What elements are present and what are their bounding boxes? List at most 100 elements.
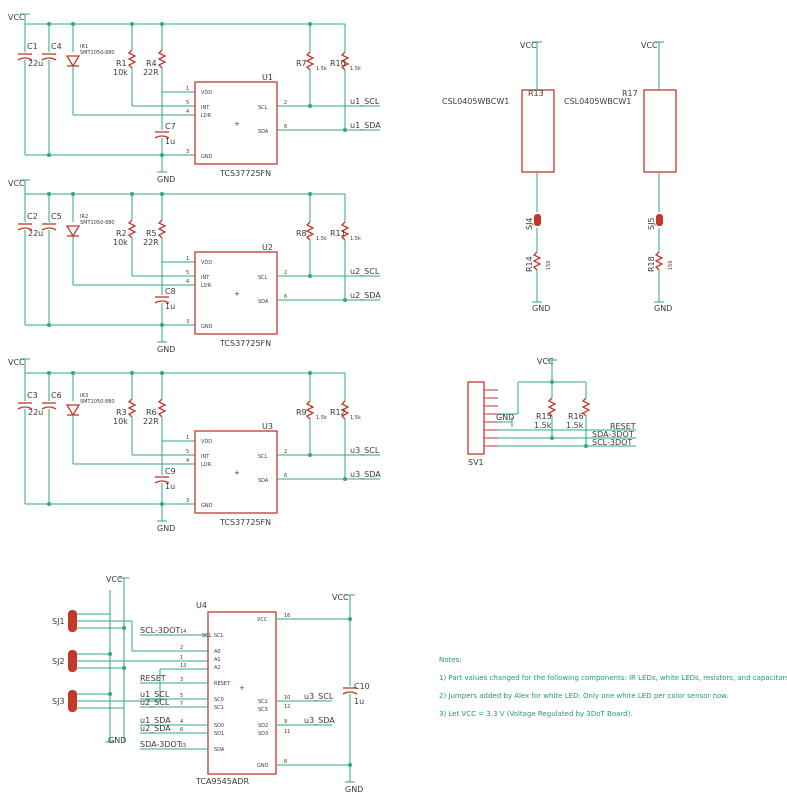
net-label: u3_SDA (350, 470, 381, 479)
res-value: 1.5k (566, 421, 584, 430)
pin-num: 5 (186, 449, 189, 455)
pin-num: 2 (180, 645, 183, 651)
led-part: SMT1050-880 (80, 220, 115, 226)
net-label: RESET (140, 674, 166, 683)
pin-num: 2 (284, 449, 287, 455)
chip-ref: U4 (196, 601, 207, 610)
cap-label: C7 (165, 122, 176, 131)
res-value: 10k (113, 417, 128, 426)
pin-num: 12 (284, 704, 290, 710)
res-ref: R18 (647, 256, 656, 272)
led-part: CSL0405WBCW1 (442, 97, 509, 106)
chip-ref: U1 (262, 73, 273, 82)
res-value: 150 (668, 260, 674, 270)
gnd-label: GND (532, 304, 550, 313)
pin-num: 3 (186, 319, 189, 325)
net-label: u1_SDA (140, 716, 171, 725)
led-ref: R17 (622, 89, 638, 98)
pin-num: 3 (186, 498, 189, 504)
pin-num: 6 (284, 124, 287, 130)
pin-name: SDA (258, 299, 269, 305)
chip-part: TCS37725FN (219, 169, 271, 178)
note-item: 1) Part values changed for the following… (439, 674, 787, 682)
pin-num: 1 (186, 435, 189, 441)
pin-num: 4 (186, 109, 189, 115)
cap-label: C8 (165, 287, 176, 296)
res-value: 22R (143, 238, 159, 247)
cap-label: C9 (165, 467, 176, 476)
cap-label: C1 (27, 42, 38, 51)
net-label: SCL-3DOT (592, 438, 632, 447)
cap-value: 1u (165, 302, 175, 311)
pin-name: A1 (214, 657, 221, 663)
sensor-block-3: VCC C3 C6 22u IR3 SMT1050-880 R3 10k R6 … (8, 358, 381, 533)
pin-name: SD2 (258, 723, 268, 729)
led-part: SMT1050-880 (80, 50, 115, 56)
net-label: u2_SCL (140, 698, 170, 707)
vcc-label: VCC (641, 41, 658, 50)
res-ref: R4 (146, 59, 157, 68)
pin-name: INT (201, 275, 210, 281)
pin-num: 6 (180, 727, 183, 733)
led-ref: IR2 (80, 214, 88, 220)
notes-title: Notes: (439, 656, 462, 664)
pin-num: 16 (284, 613, 290, 619)
pin-name: SDA (214, 747, 225, 753)
cap-value: 1u (165, 137, 175, 146)
pin-name: SDA (258, 478, 269, 484)
pin-name: VDD (201, 260, 212, 266)
led-ref: IR1 (80, 44, 88, 50)
res-ref: R12 (330, 408, 346, 417)
led-ref: R13 (528, 89, 544, 98)
vcc-label: VCC (106, 575, 123, 584)
res-value: 1.5k (316, 66, 327, 72)
res-value: 1.5k (534, 421, 552, 430)
pin-num: 1 (186, 256, 189, 262)
res-value: 1.5k (350, 66, 361, 72)
pin-name: VDD (201, 439, 212, 445)
res-value: 10k (113, 68, 128, 77)
cap-value: 22u (28, 59, 43, 68)
net-label: u1_SCL (140, 690, 170, 699)
pin-name: LDR (201, 113, 212, 119)
net-label: u3_SCL (350, 446, 380, 455)
pin-num: 5 (186, 100, 189, 106)
jumper-ref: SJ3 (52, 697, 65, 706)
res-value: 1.5k (316, 236, 327, 242)
net-label: u2_SDA (350, 291, 381, 300)
pin-num: 9 (284, 719, 287, 725)
cap-value: 1u (165, 482, 175, 491)
pin-name: SCL (258, 454, 268, 460)
jumper-ref: SJ5 (647, 217, 656, 230)
pin-name: SC1 (214, 705, 224, 711)
pin-num: 8 (284, 759, 287, 765)
pin-num: 2 (284, 100, 287, 106)
svg-text:+: + (234, 290, 240, 298)
pin-num: 5 (180, 693, 183, 699)
pin-num: 14 (180, 629, 186, 635)
chip-ref: U3 (262, 422, 273, 431)
pin-name: VCC (257, 617, 268, 623)
pin-num: 11 (284, 729, 290, 735)
res-ref: R3 (116, 408, 127, 417)
vcc-label: VCC (332, 593, 349, 602)
net-label: u3_SDA (304, 716, 335, 725)
svg-text:+: + (239, 684, 245, 692)
svg-text:+: + (234, 120, 240, 128)
mux-left-pins: SCL 14 SCL-3DOT 2 1 13 3 RESET 5 u1_SCL … (140, 626, 212, 750)
net-label: u1_SDA (350, 121, 381, 130)
cap-label: C4 (51, 42, 62, 51)
pin-name: SD1 (214, 731, 224, 737)
pin-num: 3 (180, 677, 183, 683)
res-ref: R1 (116, 59, 127, 68)
cap-value: 22u (28, 229, 43, 238)
pin-name: LDR (201, 283, 212, 289)
cap-label: C2 (27, 212, 38, 221)
gnd-label: GND (496, 413, 514, 422)
jumper-ref: SJ2 (52, 657, 65, 666)
gnd-label: GND (345, 785, 363, 794)
res-ref: R8 (296, 229, 307, 238)
cap-value: 22u (28, 408, 43, 417)
vcc-label: VCC (537, 357, 554, 366)
pin-num: 3 (186, 149, 189, 155)
